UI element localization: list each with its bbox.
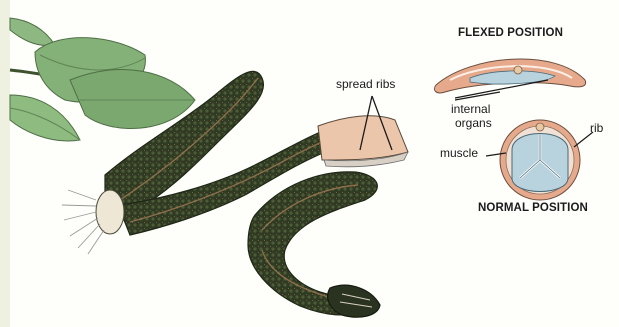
spread-ribs-label: spread ribs [336, 78, 395, 90]
internal-label: internal [451, 103, 490, 115]
flexed-position-label: FLEXED POSITION [458, 28, 563, 40]
leaf-branch [10, 18, 195, 141]
tail-end [62, 190, 124, 254]
rib-label: rib [590, 122, 603, 134]
normal-cross-section [500, 120, 580, 200]
normal-position-label: NORMAL POSITION [478, 203, 588, 215]
organs-label: organs [455, 117, 492, 129]
muscle-label: muscle [440, 147, 478, 159]
